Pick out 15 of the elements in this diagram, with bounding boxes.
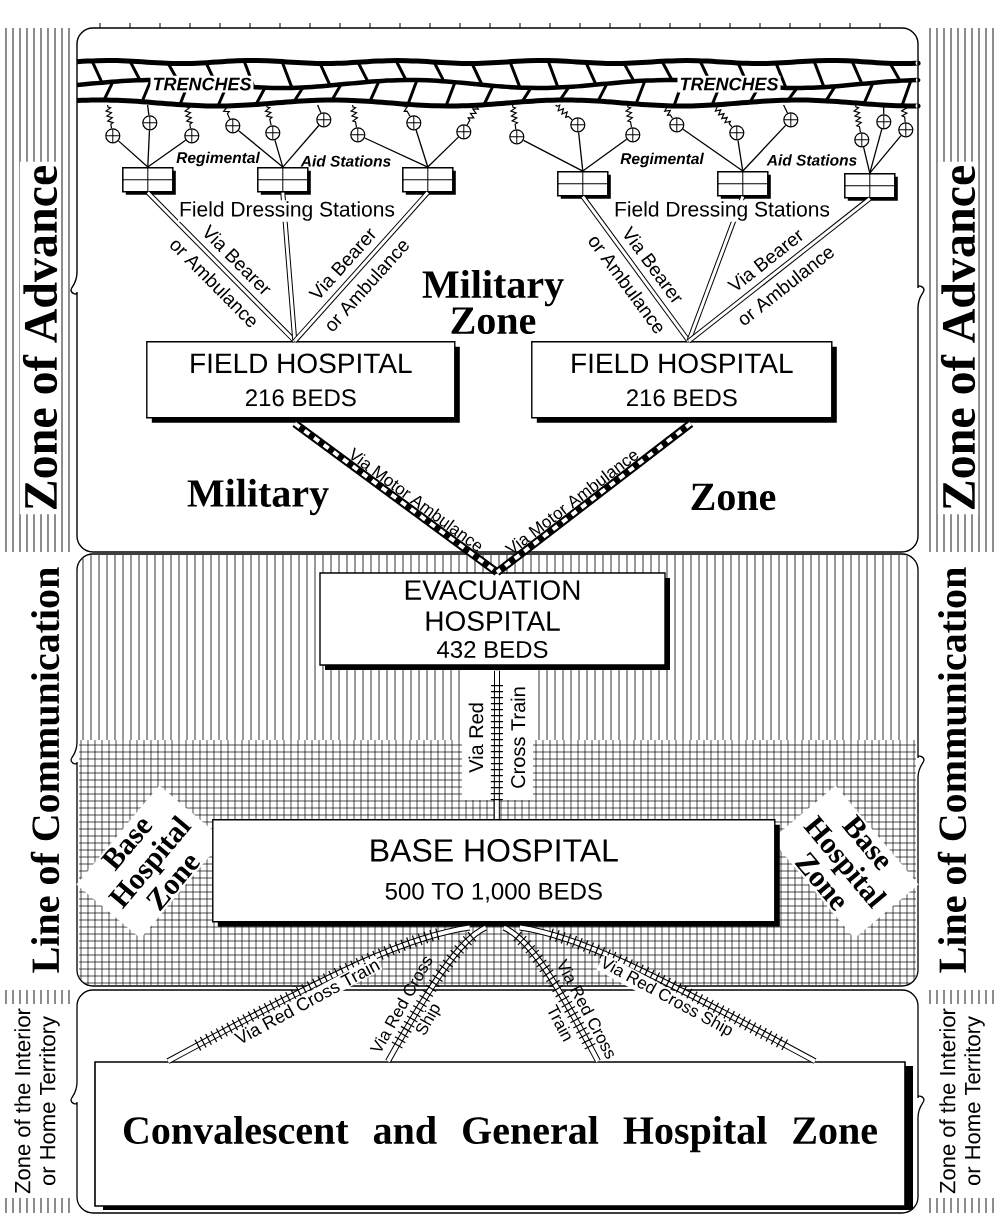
railway-track	[502, 924, 601, 1063]
hospital-box: EVACUATION HOSPITAL 432 BEDS	[319, 572, 670, 670]
zone-label: Zone of Advance	[937, 161, 979, 515]
railway-track	[490, 670, 503, 820]
railway-track	[519, 924, 817, 1064]
zone-label: Line of Communication	[937, 567, 967, 973]
zone-box: Convalescent and General Hospital Zone	[94, 1061, 913, 1210]
railway-track	[385, 924, 488, 1063]
edge-label: Via Red Cross Train	[468, 687, 526, 788]
hospital-box: BASE HOSPITAL 500 TO 1,000 BEDS	[212, 819, 780, 927]
zone-label: Zone of the Interior or Home Territory	[939, 1008, 985, 1194]
railway-track	[166, 924, 471, 1064]
zone-label: Zone of the Interior or Home Territory	[14, 1008, 60, 1194]
zone-label: Zone of Advance	[19, 161, 61, 515]
zone-label: Line of Communication	[30, 567, 60, 973]
